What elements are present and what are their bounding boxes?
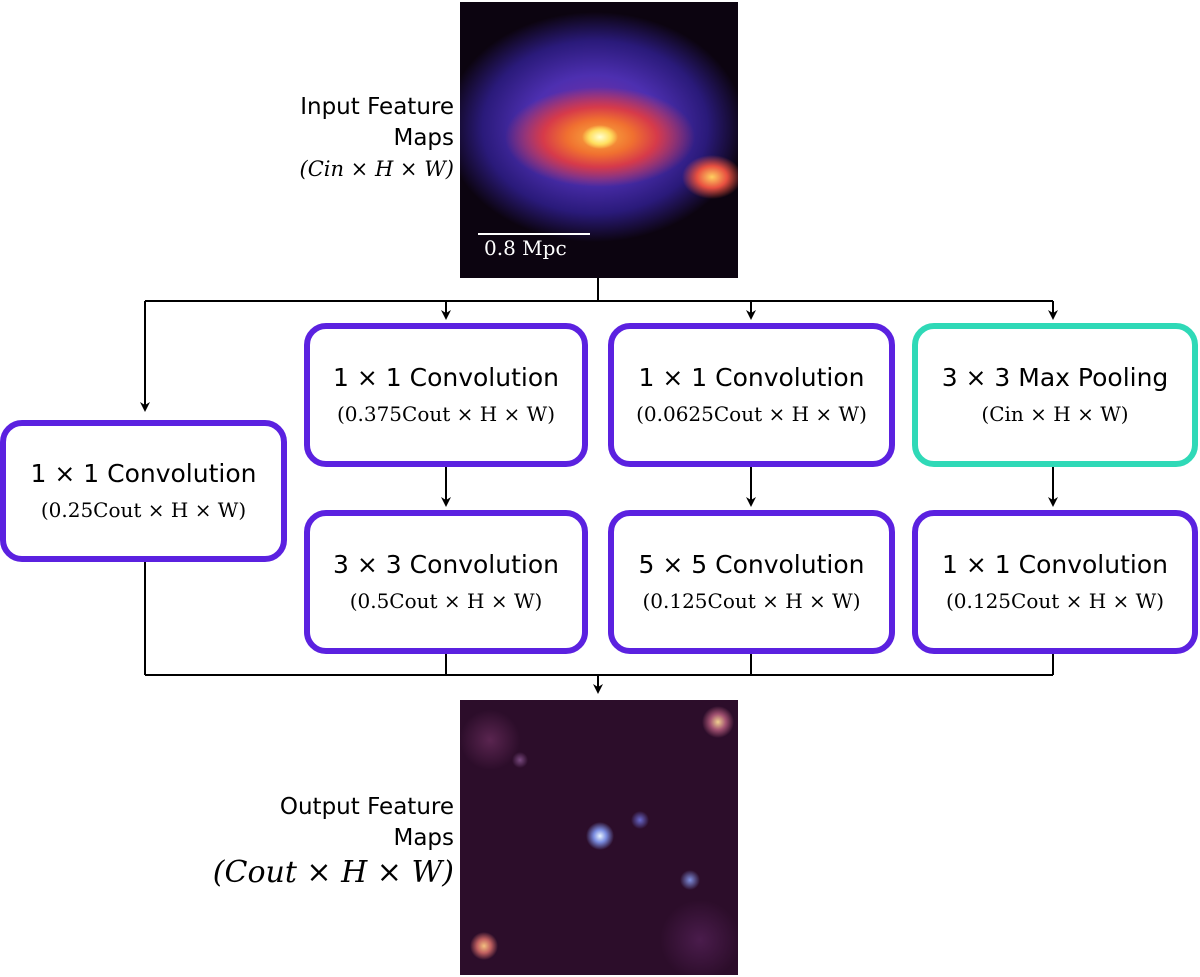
input-label-line2: Maps	[393, 125, 454, 151]
branch4-maxpool-box: 3 × 3 Max Pooling (Cin × H × W)	[912, 323, 1198, 467]
branch1-conv1x1-dims: (0.25Cout × H × W)	[40, 498, 247, 522]
branch3-conv5x5-dims: (0.125Cout × H × W)	[642, 589, 861, 613]
input-dims: (Cin × H × W)	[299, 157, 455, 181]
branch2-conv1x1-box: 1 × 1 Convolution (0.375Cout × H × W)	[304, 323, 588, 467]
output-label: Output Feature Maps (Cout × H × W)	[213, 792, 454, 892]
branch3-conv1x1-title: 1 × 1 Convolution	[638, 363, 865, 392]
branch4-maxpool-dims: (Cin × H × W)	[981, 402, 1129, 426]
branch3-conv5x5-title: 5 × 5 Convolution	[638, 550, 865, 579]
branch1-conv1x1-title: 1 × 1 Convolution	[30, 459, 257, 488]
branch2-conv3x3-title: 3 × 3 Convolution	[333, 550, 559, 579]
input-label-line1: Input Feature	[300, 94, 454, 120]
scale-bar	[478, 233, 590, 235]
branch1-conv1x1-box: 1 × 1 Convolution (0.25Cout × H × W)	[0, 420, 287, 562]
branch4-conv1x1-dims: (0.125Cout × H × W)	[945, 589, 1165, 613]
branch4-maxpool-title: 3 × 3 Max Pooling	[941, 363, 1169, 392]
branch2-conv3x3-dims: (0.5Cout × H × W)	[349, 589, 543, 613]
branch4-conv1x1-title: 1 × 1 Convolution	[942, 550, 1168, 579]
branch3-conv5x5-box: 5 × 5 Convolution (0.125Cout × H × W)	[608, 510, 895, 654]
scale-bar-label: 0.8 Mpc	[484, 236, 567, 260]
input-feature-map-image: 0.8 Mpc	[460, 2, 738, 278]
input-label: Input Feature Maps (Cin × H × W)	[300, 92, 455, 184]
branch2-conv1x1-dims: (0.375Cout × H × W)	[336, 402, 556, 426]
output-label-line2: Maps	[393, 825, 454, 851]
output-label-line1: Output Feature	[279, 794, 454, 820]
branch4-conv1x1-box: 1 × 1 Convolution (0.125Cout × H × W)	[912, 510, 1198, 654]
branch2-conv1x1-title: 1 × 1 Convolution	[333, 363, 559, 392]
output-feature-map-image	[460, 700, 738, 975]
output-dims: (Cout × H × W)	[212, 855, 454, 890]
branch3-conv1x1-box: 1 × 1 Convolution (0.0625Cout × H × W)	[608, 323, 895, 467]
branch2-conv3x3-box: 3 × 3 Convolution (0.5Cout × H × W)	[304, 510, 588, 654]
branch3-conv1x1-dims: (0.0625Cout × H × W)	[636, 402, 867, 426]
